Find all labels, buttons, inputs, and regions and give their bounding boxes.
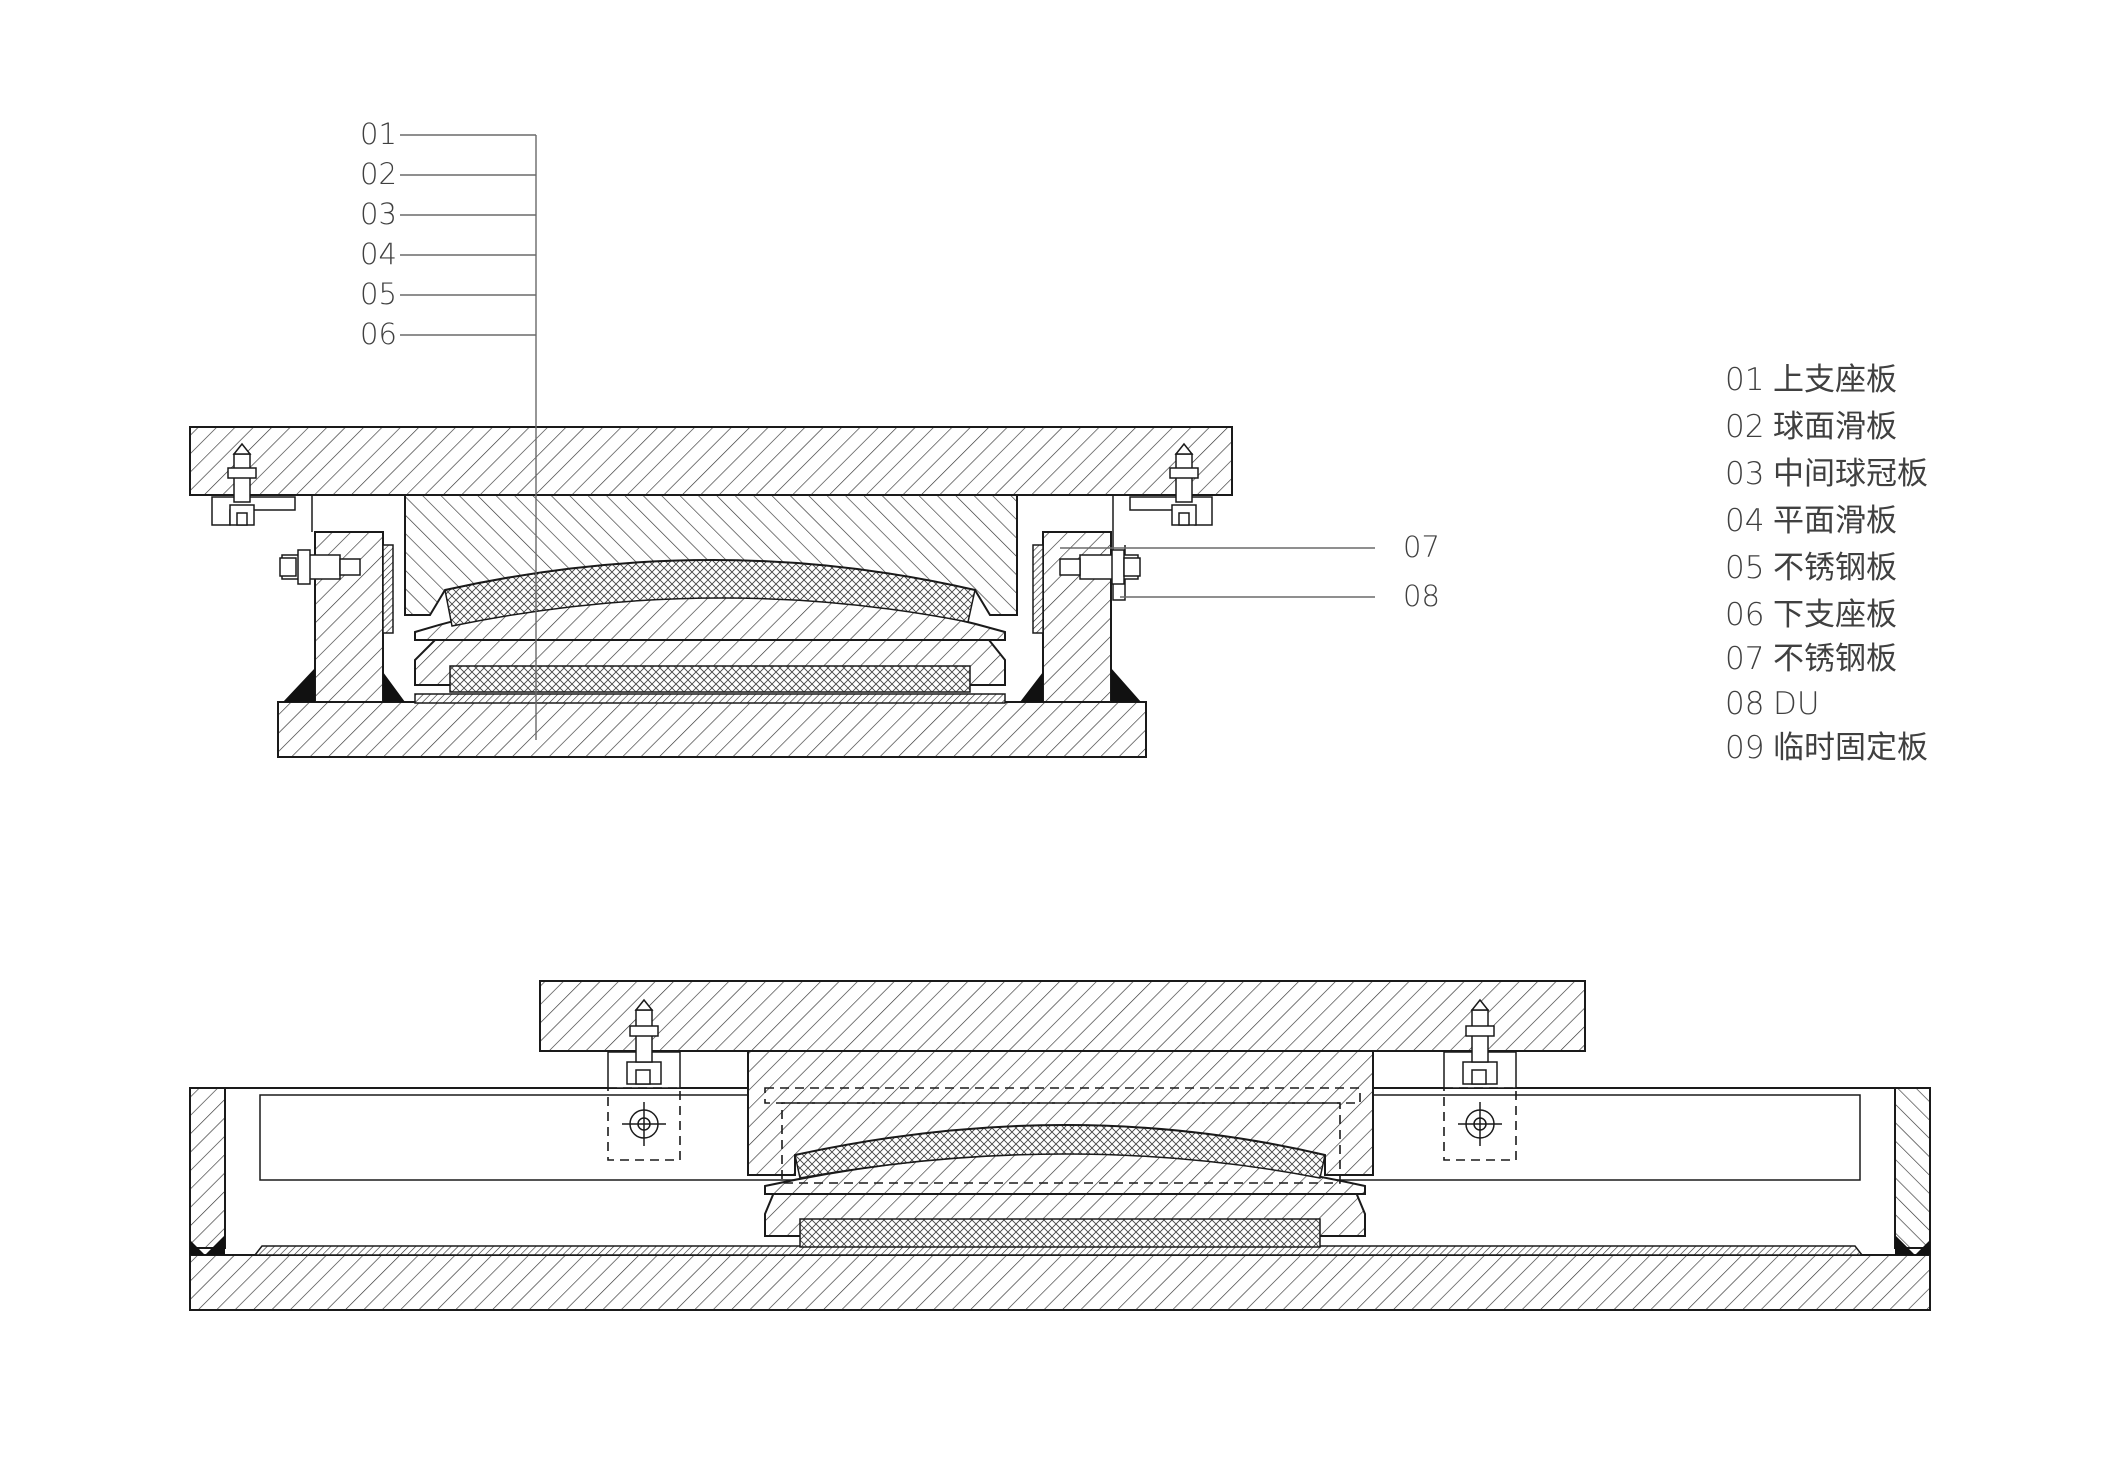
elevation-right-bolt [1443,998,1517,1161]
legend-text-09: 临时固定板 [1773,730,1928,766]
callout-05: 05 [360,277,397,311]
legend-text-01: 上支座板 [1773,362,1897,398]
right-callout-leaders [1060,547,1375,598]
left-weld-fill [283,668,405,702]
left-end-wall [189,1087,226,1249]
right-weld-fill [1020,668,1141,702]
legend-num-07: 07 [1725,641,1764,677]
legend-text-03: 中间球冠板 [1773,456,1928,492]
elevation-base-plate [189,1254,1931,1311]
callout-07: 07 [1403,530,1440,564]
legend-num-03: 03 [1725,456,1764,492]
flat-slide-plate [449,665,971,693]
legend-text-06: 下支座板 [1773,597,1897,633]
lower-base-plate [277,701,1147,758]
top-section-view [189,426,1233,758]
left-horizontal-bolt [279,549,361,585]
legend-num-04: 04 [1725,503,1764,539]
callout-02: 02 [360,157,397,191]
left-side-strip [382,544,394,634]
elevation-top-plate [539,980,1586,1052]
legend-num-09: 09 [1725,730,1764,766]
callout-03: 03 [360,197,397,231]
right-callouts: 07 08 [1403,530,1440,613]
right-bracket [1129,496,1213,526]
legend-text-07: 不锈钢板 [1773,641,1897,677]
base-stainless-strip [414,693,1006,704]
callout-08: 08 [1403,579,1440,613]
legend-num-01: 01 [1725,362,1764,398]
left-callout-leaders [400,134,537,740]
callout-01: 01 [360,117,397,151]
elevation-left-bolt [607,998,681,1161]
elevation-base-strip [253,1245,1864,1256]
parts-legend: 01 上支座板 02 球面滑板 03 中间球冠板 04 平面滑板 05 不锈钢板… [1725,362,1928,766]
bottom-elevation-view [189,980,1931,1311]
left-side-block [314,531,384,703]
upper-middle-block [404,494,1018,616]
right-horizontal-bolt [1059,549,1141,585]
legend-text-05: 不锈钢板 [1773,550,1897,586]
upper-bearing-plate [189,426,1233,496]
legend-text-04: 平面滑板 [1773,503,1897,539]
callout-06: 06 [360,317,397,351]
elevation-upper-block [747,1049,1374,1176]
legend-num-05: 05 [1725,550,1764,586]
legend-text-08: DU [1773,686,1820,722]
callout-04: 04 [360,237,397,271]
right-side-strip [1032,544,1044,634]
left-vertical-bolt [227,442,257,526]
legend-num-06: 06 [1725,597,1764,633]
left-callouts: 01 02 03 04 05 06 [360,117,397,351]
elevation-flat-slide [799,1218,1321,1248]
right-vertical-bolt [1169,442,1199,526]
legend-num-08: 08 [1725,686,1764,722]
legend-text-02: 球面滑板 [1773,409,1897,445]
legend-num-02: 02 [1725,409,1764,445]
right-end-wall [1894,1087,1931,1249]
